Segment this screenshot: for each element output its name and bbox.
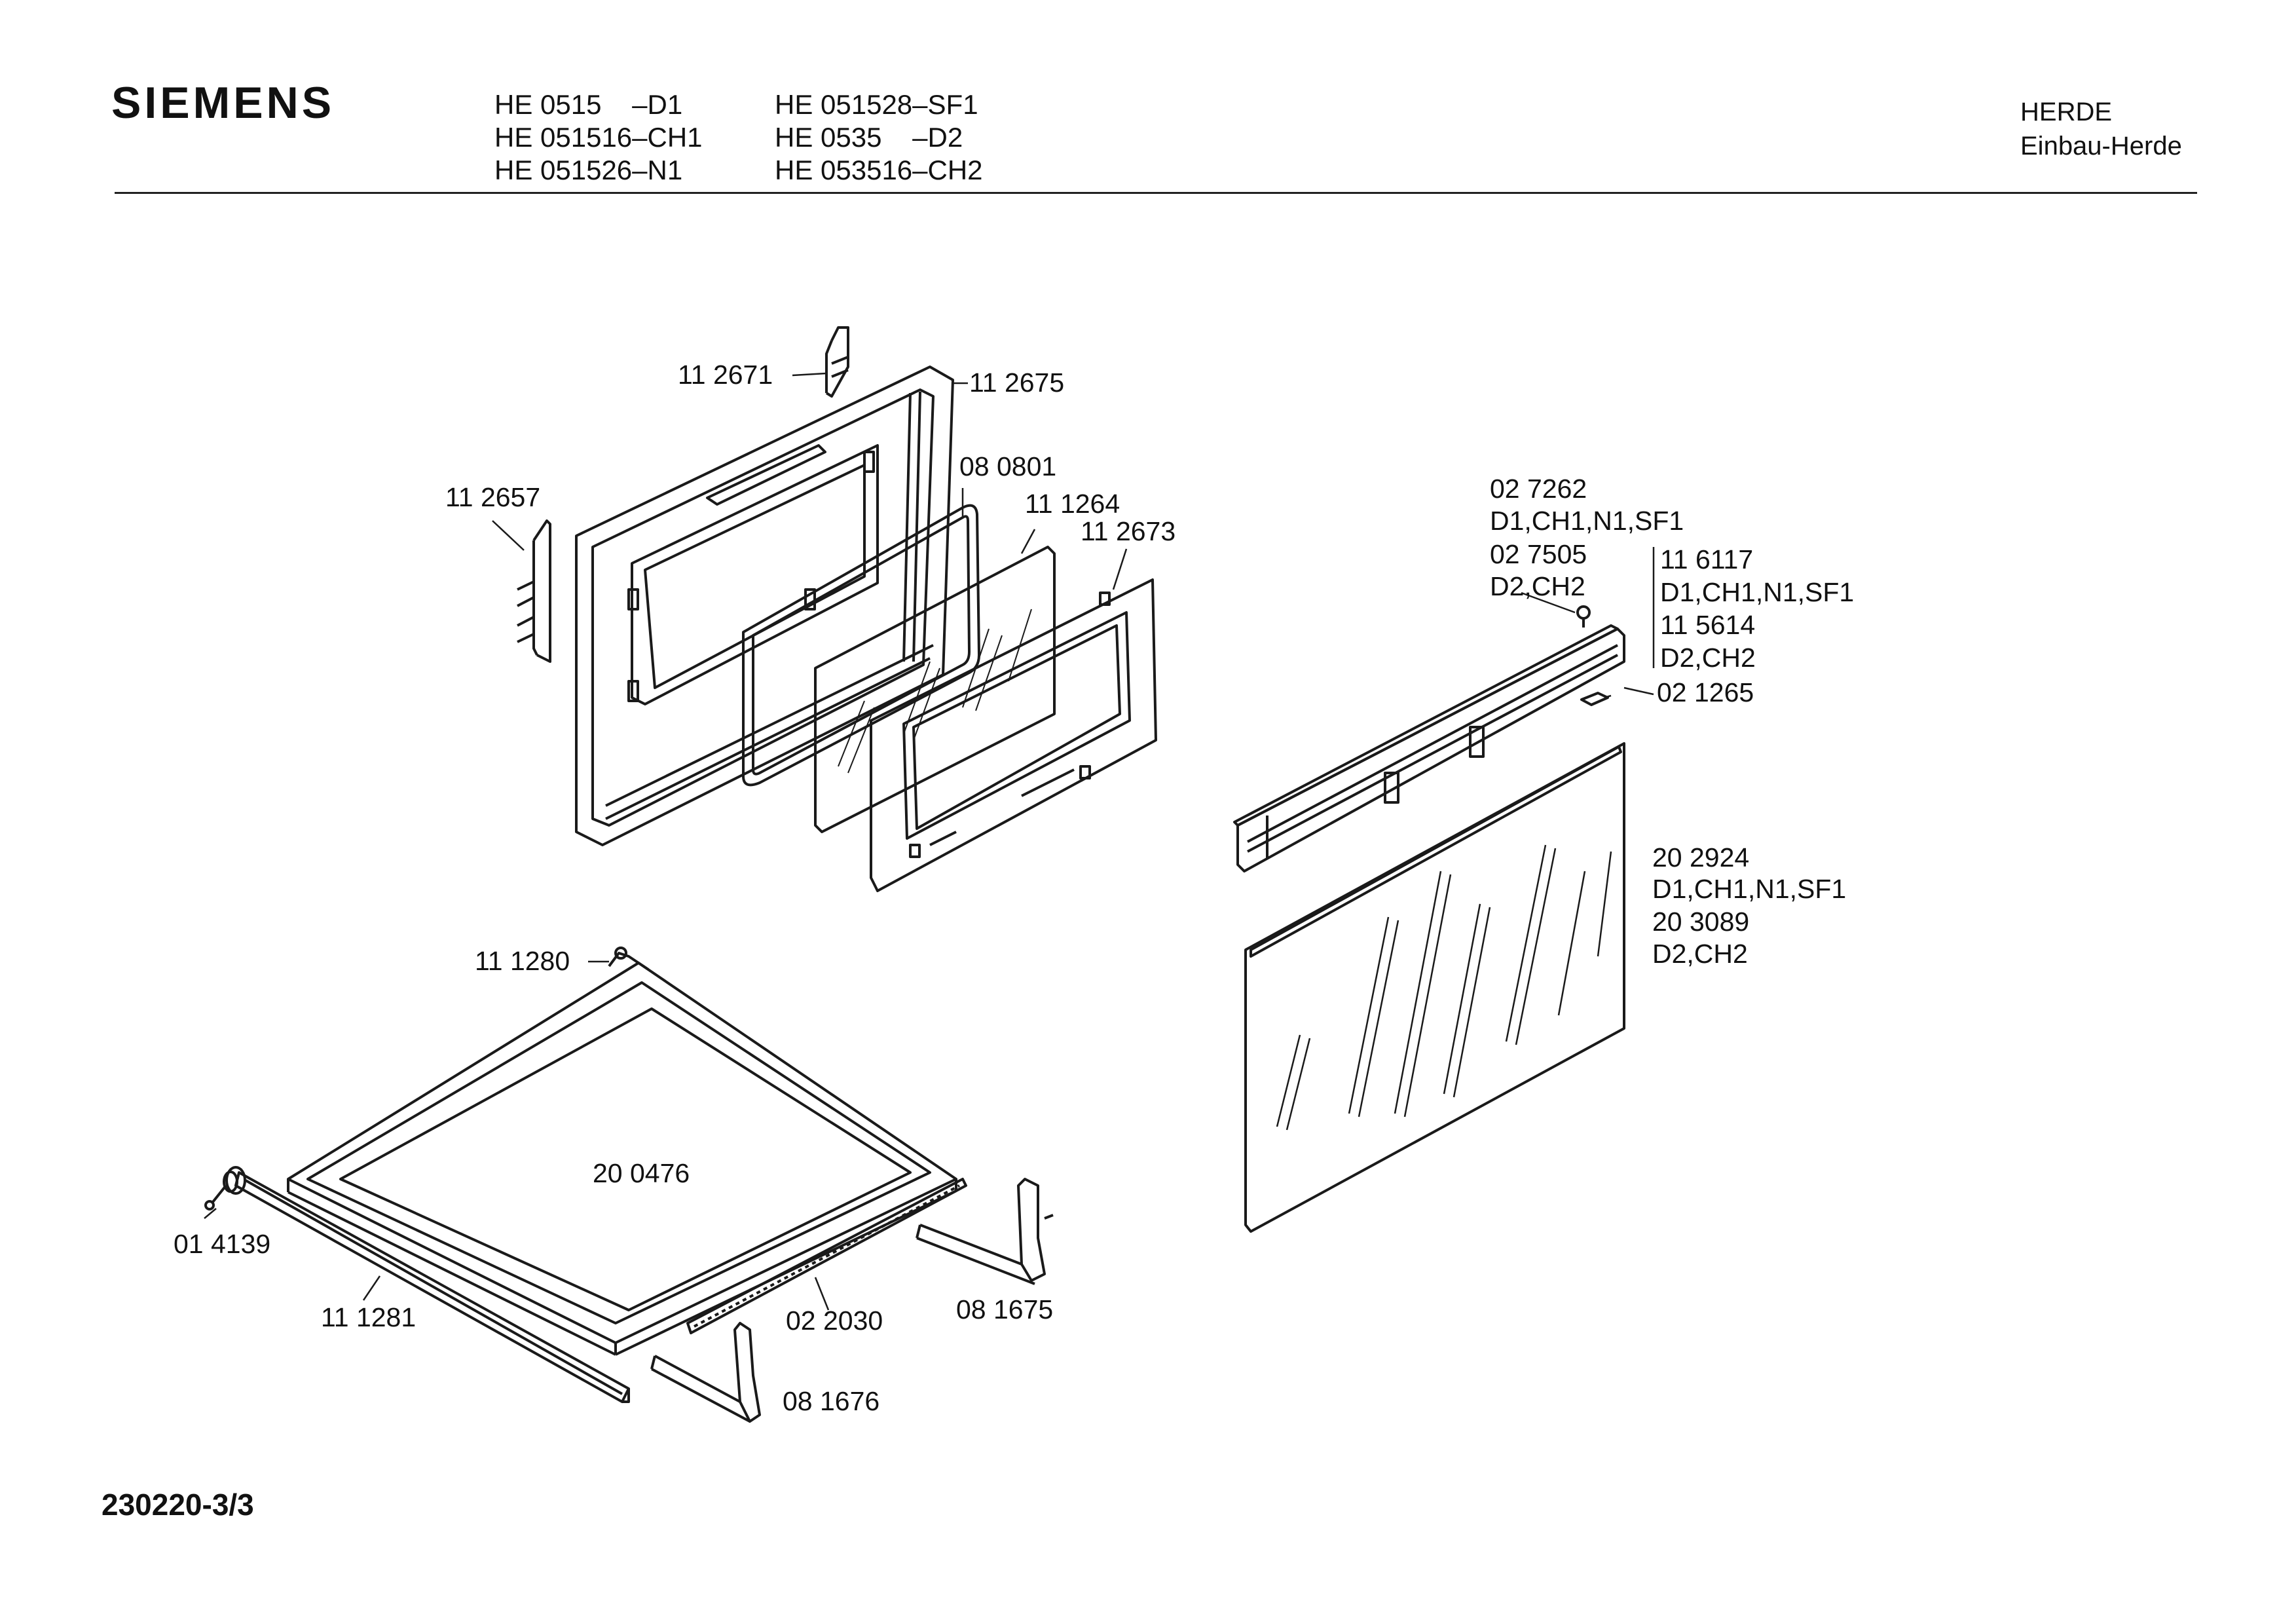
part-variant-label: D1,CH1,N1,SF1 [1652, 874, 1847, 904]
rail-clip [1580, 692, 1609, 706]
drawer-front-rail [234, 1171, 630, 1403]
model-number: HE 0535 –D2 [775, 122, 963, 153]
part-label: 20 0476 [593, 1158, 690, 1188]
part-label: 01 4139 [174, 1229, 271, 1259]
part-label: 02 7262 [1490, 474, 1587, 504]
model-number: HE 051526–N1 [494, 155, 683, 185]
part-variant-label: D2,CH2 [1652, 939, 1748, 969]
part-label: 08 0801 [959, 451, 1057, 481]
part-label: 11 2657 [445, 482, 541, 512]
door-handle-rail [1233, 624, 1625, 873]
part-label: 20 2924 [1652, 842, 1750, 873]
part-label: 02 1265 [1657, 677, 1754, 707]
side-hinge-bracket [517, 519, 551, 663]
inner-glass-pane [814, 546, 1056, 833]
left-drawer-runner [650, 1322, 761, 1423]
part-label: 20 3089 [1652, 907, 1750, 937]
outer-door-glass [1244, 742, 1625, 1233]
part-label: 08 1675 [956, 1294, 1054, 1324]
category-subtitle: Einbau-Herde [2020, 132, 2182, 160]
part-label: 02 7505 [1490, 539, 1587, 569]
drawer-hinge [608, 947, 650, 971]
top-hinge-bracket [825, 326, 849, 398]
part-label: 11 5614 [1660, 610, 1756, 640]
part-variant-label: D1,CH1,N1,SF1 [1660, 577, 1855, 607]
part-variant-label: D2,CH2 [1660, 643, 1756, 673]
part-variant-label: D2,CH2 [1490, 571, 1585, 601]
document-id: 230220-3/3 [102, 1488, 254, 1522]
right-drawer-runner [916, 1178, 1054, 1285]
rail-screw [1576, 605, 1591, 628]
header-divider [115, 192, 2197, 194]
category-title: HERDE [2020, 98, 2113, 126]
part-label: 11 1280 [475, 946, 570, 976]
part-label: 02 2030 [786, 1305, 883, 1336]
door-window-frame [870, 578, 1157, 892]
part-label: 11 6117 [1660, 544, 1754, 574]
model-number: HE 053516–CH2 [775, 155, 983, 185]
brand-logo: SIEMENS [111, 78, 335, 128]
model-list-left: HE 0515 –D1 HE 051516–CH1 HE 051526–N1 [494, 88, 703, 187]
part-label: 11 1264 [1025, 489, 1120, 519]
model-list-right: HE 051528–SF1 HE 0535 –D2 HE 053516–CH2 [775, 88, 983, 187]
part-label: 11 2673 [1081, 516, 1176, 546]
part-label: 08 1676 [783, 1386, 880, 1416]
part-label: 11 1281 [321, 1302, 417, 1332]
model-number: HE 051516–CH1 [494, 122, 703, 153]
part-variant-label: D1,CH1,N1,SF1 [1490, 506, 1684, 536]
model-number: HE 0515 –D1 [494, 89, 683, 120]
part-label: 11 2671 [678, 360, 773, 390]
model-number: HE 051528–SF1 [775, 89, 978, 120]
part-label: 11 2675 [969, 367, 1065, 398]
drawer-seal-strip [686, 1178, 967, 1334]
door-inner-frame [575, 366, 954, 846]
category-block: HERDE Einbau-Herde [2020, 95, 2182, 163]
